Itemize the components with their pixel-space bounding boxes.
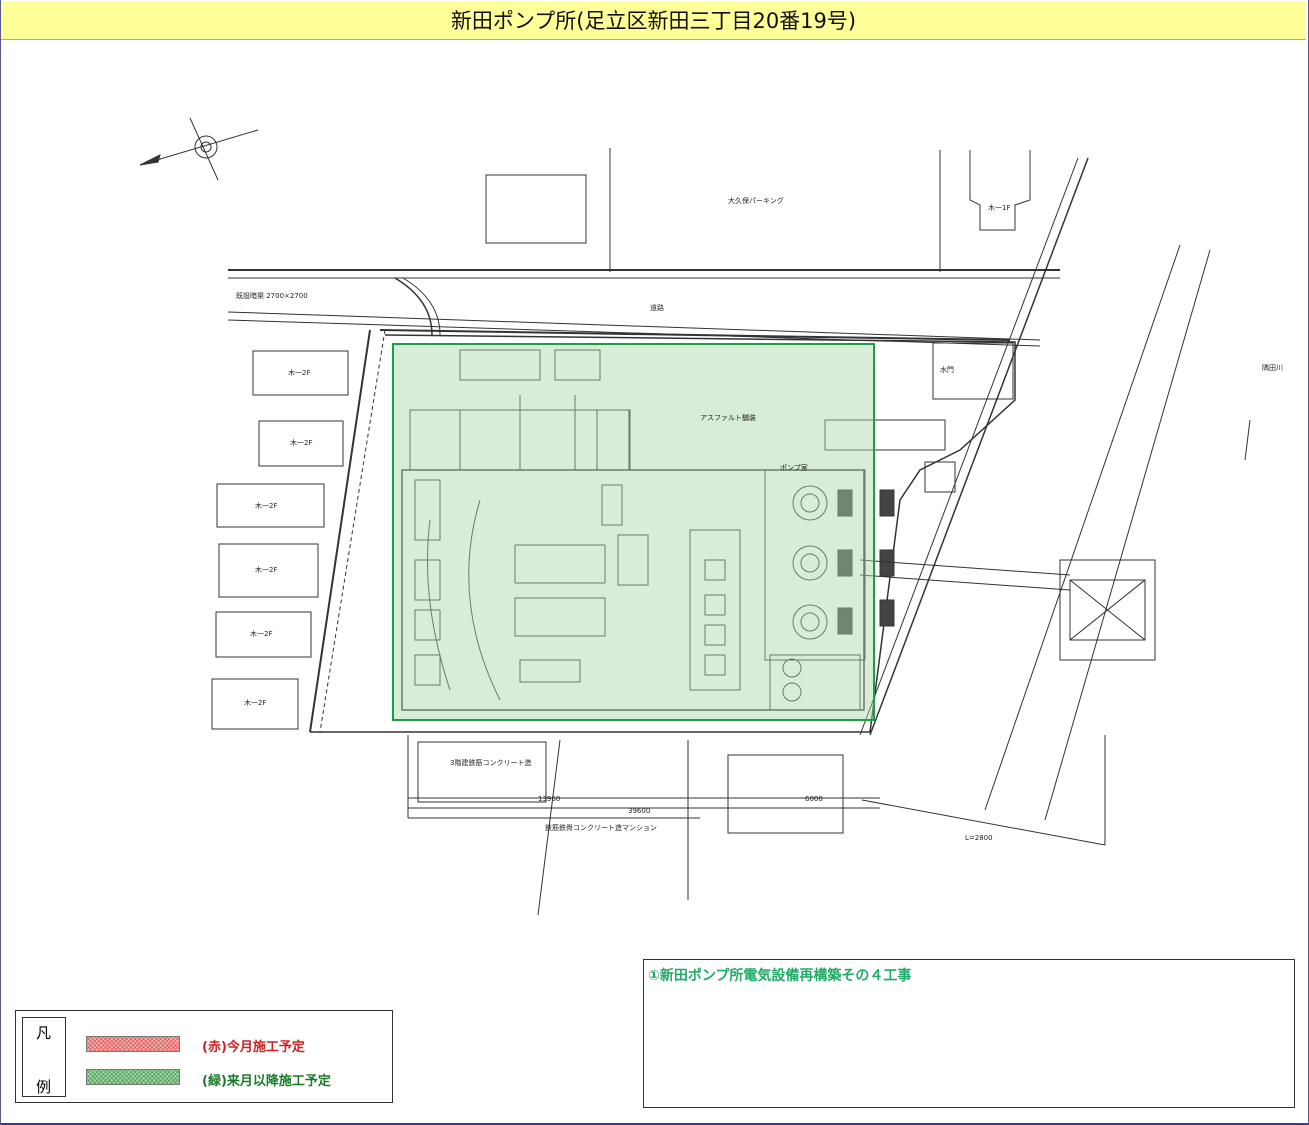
legend: 凡 例 (赤)今月施工予定 (緑)来月以降施工予定 — [15, 1010, 393, 1103]
house-2 — [258, 420, 344, 467]
planned-work-area-green — [392, 343, 875, 721]
site-plan-drawing: 大久保パーキング 道路 水門 アスファルト舗装 木一2F 木一2F 木一2F 木… — [139, 117, 1283, 916]
label-house-6: 木一2F — [244, 698, 266, 707]
north-arrow-icon — [139, 117, 259, 181]
label-pump-room: ポンプ室 — [780, 463, 808, 472]
label-culvert: 既設暗渠 2700×2700 — [236, 291, 308, 300]
label-house-1: 木一2F — [288, 368, 310, 377]
project-name: ①新田ポンプ所電気設備再構築その４工事 — [648, 968, 912, 984]
dim-far: L=2800 — [965, 834, 993, 842]
label-parking: 大久保パーキング — [728, 196, 784, 205]
house-5 — [215, 611, 312, 658]
dim-left: 13960 — [538, 795, 560, 803]
label-road: 道路 — [650, 303, 664, 312]
top-building-1 — [485, 174, 587, 244]
label-house-4: 木一2F — [255, 565, 277, 574]
label-house-5: 木一2F — [250, 629, 272, 638]
legend-key-top: 凡 — [36, 1024, 52, 1042]
legend-swatch-green — [86, 1069, 180, 1085]
legend-key-bottom: 例 — [36, 1078, 52, 1096]
label-asphalt: アスファルト舗装 — [700, 413, 756, 422]
label-sluice: 水門 — [940, 365, 954, 374]
label-top-house: 木一1F — [988, 203, 1010, 212]
label-house-2: 木一2F — [290, 438, 312, 447]
label-building-a: 3階建鉄筋コンクリート造 — [450, 758, 531, 767]
house-3 — [216, 483, 325, 528]
dim-right: 6000 — [805, 795, 823, 803]
label-building-b: 鉄筋鉄骨コンクリート造マンション — [545, 823, 657, 832]
project-info-box: ①新田ポンプ所電気設備再構築その４工事 — [643, 959, 1295, 1108]
legend-key: 凡 例 — [22, 1017, 66, 1097]
label-river: 隅田川 — [1262, 363, 1283, 372]
top-building-2 — [969, 150, 1031, 231]
house-1 — [252, 350, 349, 396]
legend-label-green: (緑)来月以降施工予定 — [202, 1074, 331, 1089]
label-house-3: 木一2F — [255, 501, 277, 510]
house-4 — [218, 543, 319, 598]
page-title: 新田ポンプ所(足立区新田三丁目20番19号) — [1, 1, 1306, 40]
dim-mid: 39600 — [628, 807, 650, 815]
legend-label-red: (赤)今月施工予定 — [202, 1040, 305, 1055]
legend-swatch-red — [86, 1036, 180, 1052]
house-6 — [211, 678, 299, 730]
